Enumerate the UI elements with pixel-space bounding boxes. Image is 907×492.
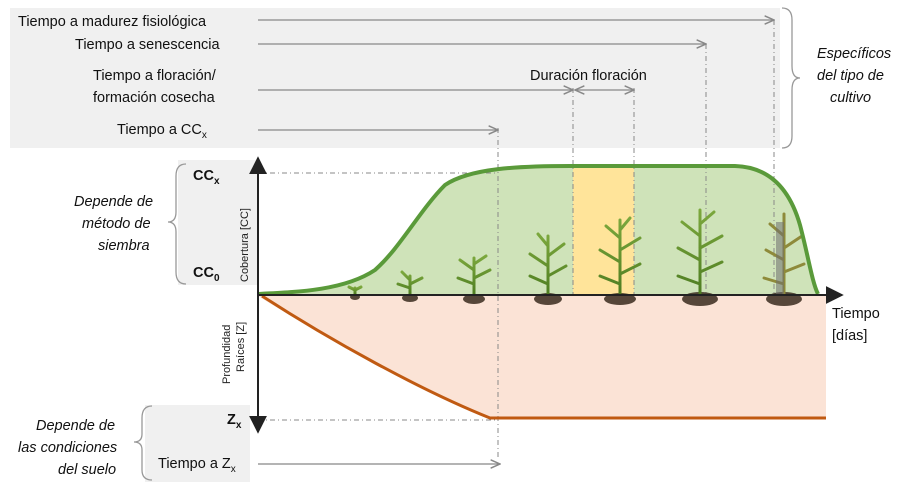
ccx-label: CCx [193, 168, 220, 187]
canopy-cover-curve [257, 164, 820, 296]
time-axis-label-line2: [días] [832, 328, 867, 344]
flowering-label-line2: formación cosecha [93, 90, 216, 106]
svg-text:las condiciones: las condiciones [18, 440, 117, 456]
axes [249, 156, 844, 434]
braces [133, 7, 801, 481]
svg-text:del tipo de: del tipo de [817, 68, 884, 84]
zx-label: Zx [227, 412, 242, 431]
guide-lines [258, 20, 775, 458]
crop-specific-note: Específicos del tipo de cultivo [817, 46, 891, 106]
maturity-label: Tiempo a madurez fisiológica [18, 14, 207, 30]
svg-text:método de: método de [82, 216, 151, 232]
canopy-cover-area [258, 166, 818, 294]
soil-brace [133, 405, 153, 481]
timeline-arrows [258, 20, 774, 464]
crop-specific-panel [10, 8, 780, 148]
time-axis-label-line1: Tiempo [832, 306, 880, 322]
soil-panel [145, 405, 250, 482]
root-zone-area [258, 296, 826, 418]
soil-note: Depende de las condiciones del suelo [18, 418, 117, 478]
root-depth-curve [261, 294, 826, 420]
zx-time-label: Tiempo a Zx [158, 456, 236, 475]
svg-text:del suelo: del suelo [58, 462, 116, 478]
senescence-label: Tiempo a senescencia [75, 37, 220, 53]
cc-time-label: Tiempo a CCx [117, 122, 207, 141]
svg-text:Depende de: Depende de [74, 194, 153, 210]
sowing-panel [178, 160, 258, 285]
svg-text:Depende de: Depende de [36, 418, 115, 434]
cover-axis-label: Cobertura [CC] [239, 208, 251, 282]
svg-text:Específicos: Específicos [817, 46, 891, 62]
svg-text:cultivo: cultivo [830, 90, 871, 106]
sowing-brace [167, 163, 187, 285]
root-axis-label-line1: Profundidad [221, 325, 233, 384]
flowering-duration-label: Duración floración [530, 68, 647, 84]
root-axis-label-line2: Raíces [Z] [235, 322, 247, 372]
flowering-label-line1: Tiempo a floración/ [93, 68, 217, 84]
crop-specific-brace [781, 7, 801, 149]
flowering-band [573, 166, 634, 294]
svg-text:siembra: siembra [98, 238, 150, 254]
cc0-label: CC0 [193, 265, 220, 284]
sowing-note: Depende de método de siembra [74, 194, 153, 254]
